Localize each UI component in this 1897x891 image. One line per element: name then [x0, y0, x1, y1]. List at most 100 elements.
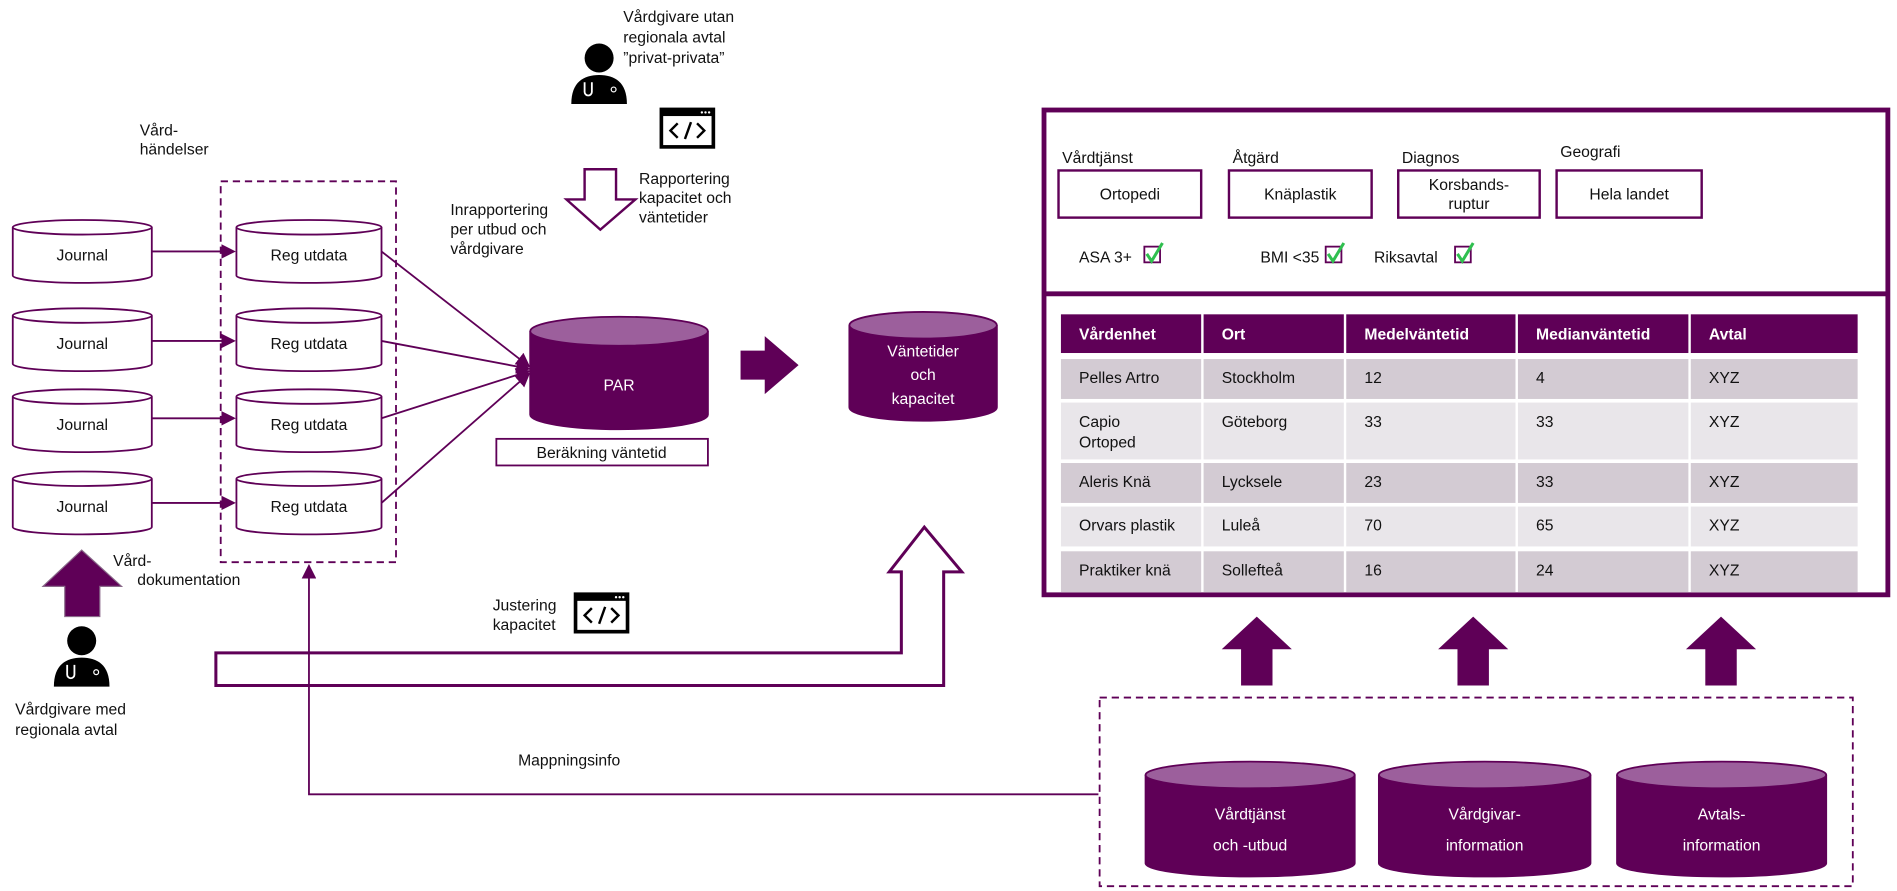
table-cell-text: Lycksele — [1222, 474, 1283, 491]
table-cell-text: XYZ — [1709, 474, 1740, 491]
par-database: PAR — [529, 315, 709, 431]
table-cell-text: Luleå — [1222, 517, 1261, 535]
table-header-label: Avtal — [1709, 327, 1747, 344]
table-cell-text: XYZ — [1709, 414, 1740, 431]
filter-select[interactable] — [1227, 169, 1373, 219]
source-database-label: Vårdtjänst — [1215, 806, 1286, 824]
hollow-return-arrow-icon — [214, 524, 966, 687]
table-cell — [1203, 551, 1344, 593]
filter-value: Hela landet — [1589, 186, 1669, 203]
reg-utdata-database: Reg utdata — [235, 388, 383, 454]
journal-database-label: Journal — [57, 417, 109, 434]
table-cell — [1203, 402, 1344, 460]
table-header-cell[interactable] — [1346, 314, 1516, 354]
table-cell-text: XYZ — [1709, 370, 1740, 387]
code-window-icon — [572, 591, 631, 635]
checkmark-icon — [1326, 242, 1346, 264]
table-cell — [1060, 402, 1202, 460]
up-arrow-icon — [1438, 616, 1509, 686]
doctor-icon — [52, 625, 111, 688]
table-cell-text: XYZ — [1709, 562, 1740, 579]
table-cell — [1346, 551, 1516, 593]
checkmark-icon — [1456, 242, 1475, 264]
table-cell-text: XYZ — [1709, 518, 1740, 535]
journal-database-label: Journal — [57, 499, 109, 516]
table-cell-text: Pelles Artro — [1079, 370, 1160, 387]
checkbox-2[interactable]: Riksavtal — [1374, 242, 1475, 266]
table-cell — [1690, 551, 1858, 593]
table-cell — [1690, 506, 1858, 547]
up-arrows — [1221, 616, 1757, 686]
table-cell-text: 33 — [1536, 474, 1554, 491]
journal-database: Journal — [11, 470, 153, 536]
table-cell — [1346, 359, 1516, 399]
table-cell-text: Capio — [1079, 414, 1120, 431]
source-database: Vårdtjänst och -utbud — [1144, 760, 1356, 878]
par-database-label: PAR — [603, 377, 634, 394]
hollow-down-arrow-icon — [563, 168, 639, 232]
table-header-cell[interactable] — [1060, 314, 1202, 354]
checkbox-label: BMI <35 — [1260, 249, 1319, 266]
berakning-vantetid-label: Beräkning väntetid — [536, 445, 666, 462]
table-header-label: Vårdenhet — [1079, 326, 1157, 344]
checkbox-label: ASA 3+ — [1079, 249, 1132, 266]
filter-label: Diagnos — [1402, 150, 1460, 167]
table-cell — [1203, 506, 1344, 547]
checkbox-1[interactable]: BMI <35 — [1260, 242, 1346, 266]
checkmark-icon — [1145, 242, 1164, 264]
journal-database: Journal — [11, 388, 153, 454]
berakning-vantetid-box — [495, 437, 709, 467]
table-cell-text: Praktiker knä — [1079, 562, 1171, 579]
filter-label: Geografi — [1560, 144, 1620, 161]
filter-select[interactable] — [1555, 169, 1703, 219]
table-row[interactable]: Aleris Knä Lycksele 23 33 XYZ — [1060, 463, 1858, 503]
source-database-label: information — [1446, 837, 1524, 854]
table-header-cell[interactable] — [1690, 314, 1858, 354]
up-arrow-icon — [1221, 616, 1292, 686]
table-cell-text: 23 — [1364, 474, 1382, 491]
table-cell-text: Aleris Knä — [1079, 474, 1151, 491]
doctor-icon — [570, 42, 628, 105]
table-cell-text: Stockholm — [1222, 370, 1295, 387]
table-cell — [1690, 463, 1858, 503]
table-header-label: Medianväntetid — [1536, 327, 1650, 344]
up-arrow-icon — [1685, 616, 1757, 686]
reg-utdata-database: Reg utdata — [235, 470, 383, 536]
filter-select[interactable] — [1397, 169, 1541, 219]
checkbox-0[interactable]: ASA 3+ — [1079, 242, 1164, 266]
up-arrow-icon — [41, 549, 124, 618]
reg-utdata-database-label: Reg utdata — [271, 499, 348, 516]
table-header-cell[interactable] — [1203, 314, 1344, 354]
table-cell — [1517, 551, 1689, 593]
table-cell-text: 65 — [1536, 518, 1554, 535]
table-cell — [1346, 402, 1516, 460]
journal-database: Journal — [11, 307, 153, 373]
filter-select[interactable] — [1057, 169, 1203, 219]
table-cell — [1203, 463, 1344, 503]
code-window-icon — [658, 106, 717, 150]
reg-utdata-database: Reg utdata — [235, 219, 383, 284]
reg-utdata-database: Reg utdata — [235, 307, 383, 373]
table-cell — [1346, 463, 1516, 503]
source-database-label: och -utbud — [1213, 837, 1287, 854]
vantetider-database-label: och — [910, 367, 935, 384]
table-header-label: Ort — [1222, 327, 1246, 344]
vantetider-database-label: kapacitet — [892, 391, 955, 408]
table-header-cell[interactable] — [1517, 314, 1689, 354]
table-cell — [1517, 506, 1689, 547]
vard-handelser-label: Vård-händelser — [140, 121, 209, 158]
reg-utdata-group — [219, 180, 397, 564]
